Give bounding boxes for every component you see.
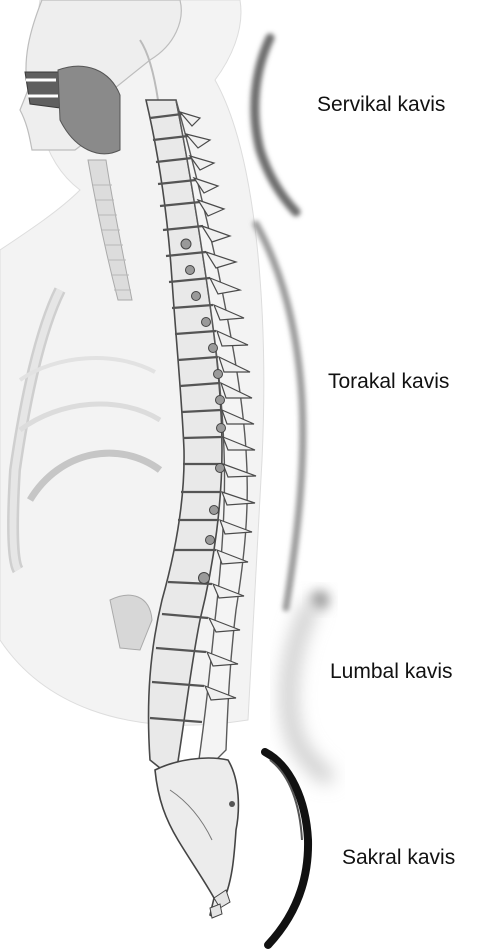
sacral-curve-label: Sakral kavis	[342, 846, 455, 870]
thoracic-curve-label: Torakal kavis	[328, 370, 449, 394]
cervical-curve-indicator	[255, 38, 296, 212]
lumbar-curve-indicator	[289, 591, 329, 776]
lumbar-curve-label: Lumbal kavis	[330, 660, 453, 684]
cervical-curve-label: Servikal kavis	[317, 93, 445, 117]
sacral-curve-indicator	[265, 752, 308, 945]
